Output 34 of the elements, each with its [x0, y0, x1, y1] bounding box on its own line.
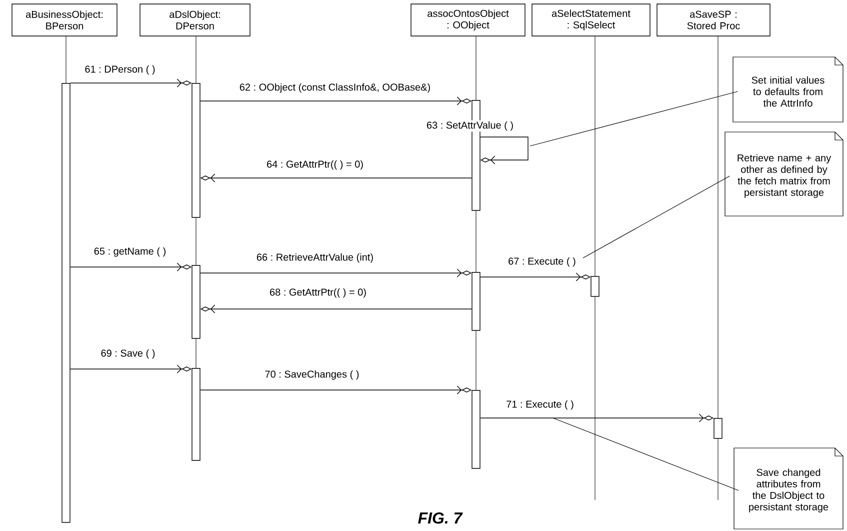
- object-box: aSelectStatement : SqlSelect: [532, 4, 650, 36]
- object-box: assocOntosObject : OObject: [410, 4, 526, 36]
- edge-label: 61 : DPerson ( ): [84, 64, 156, 76]
- activation-bar: [472, 272, 480, 331]
- activation-bar: [192, 368, 200, 461]
- object-box: aSaveSP : Stored Proc: [656, 4, 770, 36]
- note-box: Save changed attributes from the DslObject to persistant storage: [734, 448, 844, 530]
- object-box: aDslObject: DPerson: [140, 4, 250, 36]
- note-box: Retrieve name + any other as defined by the fetch matrix from persistant storage: [724, 132, 844, 216]
- edge-label: 69 : Save ( ): [100, 348, 156, 360]
- edge-label: 64 : GetAttrPtr(( ) = 0): [266, 159, 364, 171]
- object-box: aBusinessObject: BPerson: [12, 4, 118, 36]
- figure-caption: FIG. 7: [418, 512, 463, 524]
- edge-label: 68 : GetAttrPtr(( ) = 0): [268, 287, 368, 299]
- lifeline: [594, 36, 596, 276]
- edge-label: 70 : SaveChanges ( ): [264, 369, 360, 381]
- edge-label: 65 : getName ( ): [92, 246, 168, 258]
- activation-bar: [192, 83, 200, 218]
- message-arrow: [480, 136, 528, 164]
- note-box: Set initial values to defaults from the AttrInfo: [732, 56, 844, 122]
- leader-line: [582, 176, 730, 258]
- activation-bar: [192, 265, 200, 339]
- activation-bar: [62, 83, 70, 523]
- lifeline: [594, 296, 596, 500]
- edge-label: 63 : SetAttrValue ( ): [425, 120, 515, 132]
- leader-line: [530, 91, 738, 146]
- leader-line: [552, 418, 739, 491]
- edge-label: 66 : RetrieveAttrValue (int): [255, 252, 375, 264]
- edge-label: 62 : OObject (const ClassInfo&, OOBase&): [238, 82, 432, 94]
- activation-bar: [590, 276, 600, 297]
- activation-bar: [714, 418, 722, 439]
- activation-bar: [472, 390, 480, 469]
- edge-label: 67 : Execute ( ): [507, 256, 577, 268]
- edge-label: 71 : Execute ( ): [505, 399, 575, 411]
